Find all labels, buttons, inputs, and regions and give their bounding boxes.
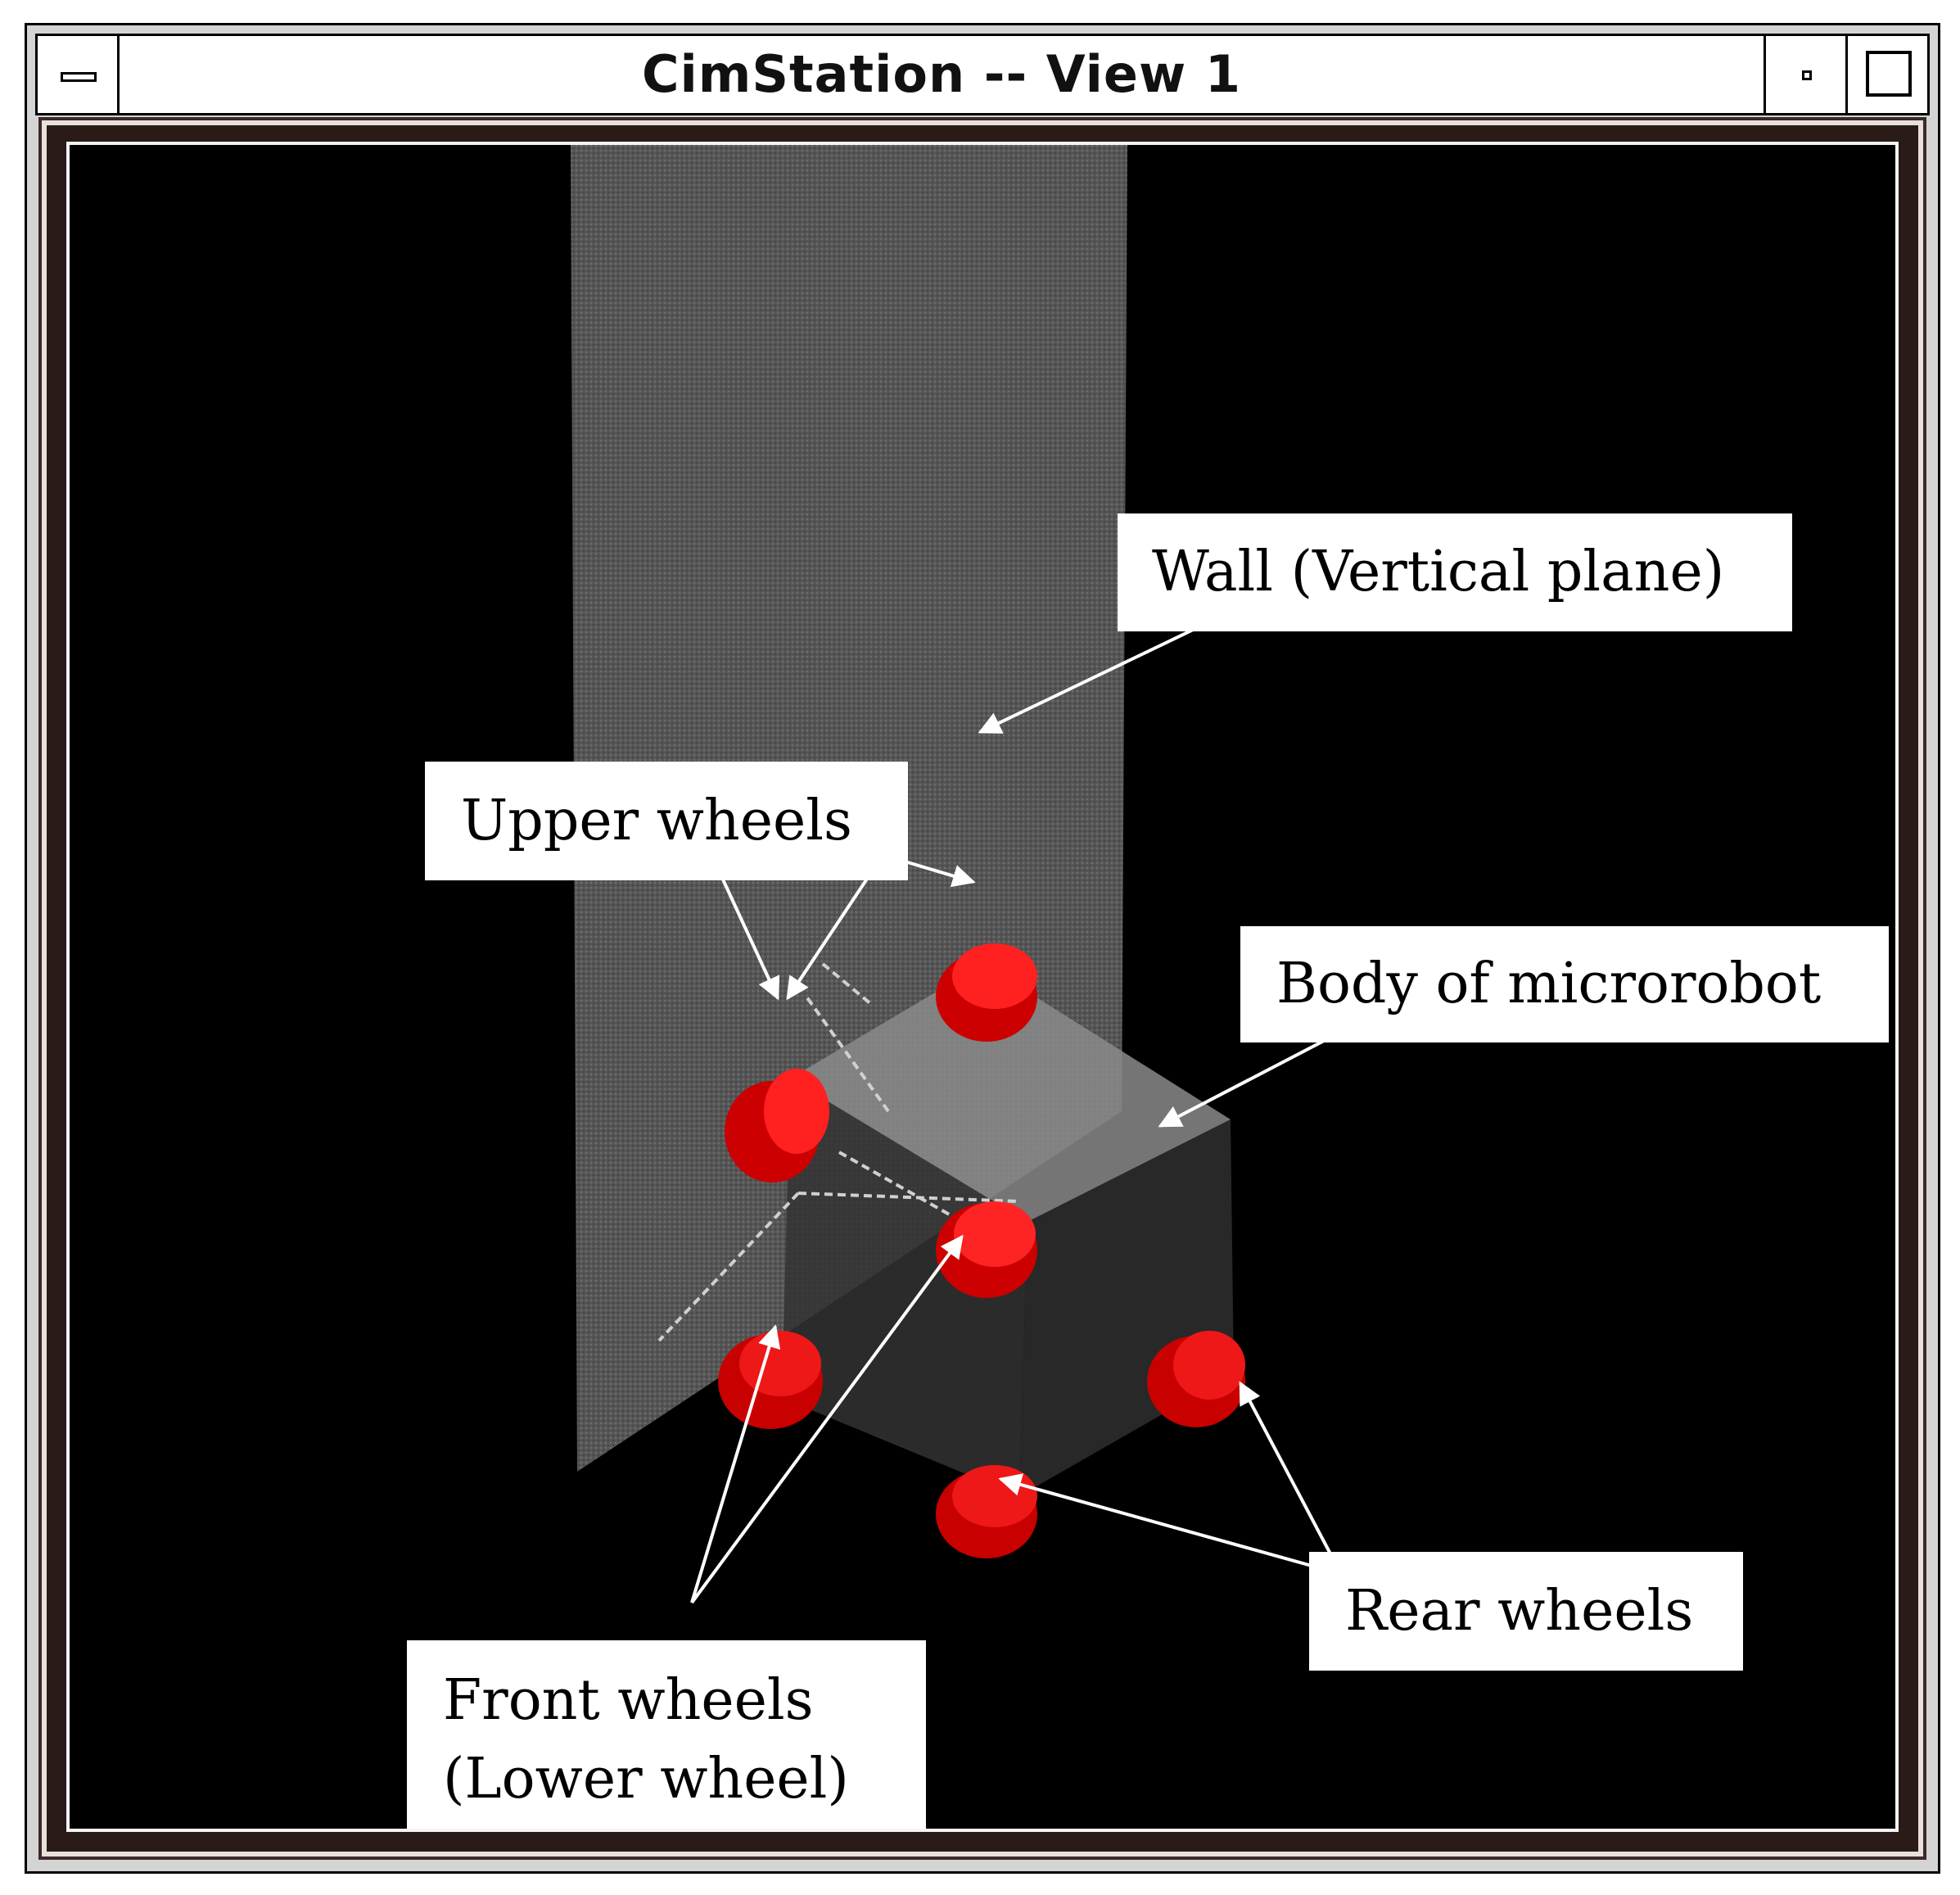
arrow-front-2 xyxy=(690,1234,964,1604)
label-rear-wheels: Rear wheels xyxy=(1309,1552,1743,1671)
label-upper-wheels: Upper wheels xyxy=(425,762,908,880)
minimize-button[interactable] xyxy=(1764,36,1845,113)
window-menu-icon xyxy=(61,72,97,82)
wheel-front-upper xyxy=(936,1201,1037,1298)
minimize-icon xyxy=(1802,70,1812,80)
body-top-face xyxy=(790,964,1231,1222)
window-title: CimStation -- View 1 xyxy=(642,44,1241,104)
view-frame: Wall (Vertical plane) Upper wheels Body … xyxy=(38,117,1926,1860)
label-front-wheels-line1: Front wheels xyxy=(443,1668,814,1733)
wheel-rear-right xyxy=(1147,1331,1245,1427)
arrow-front-1 xyxy=(690,1324,781,1603)
label-front-wheels: Front wheels (Lower wheel) xyxy=(407,1640,926,1829)
body-front-face xyxy=(782,1079,1027,1496)
arrow-rear-1 xyxy=(998,1473,1342,1576)
label-front-wheels-line2: (Lower wheel) xyxy=(443,1747,849,1811)
maximize-icon xyxy=(1866,51,1912,97)
wheel-upper-right xyxy=(936,943,1037,1042)
maximize-button[interactable] xyxy=(1845,36,1927,113)
3d-viewport[interactable]: Wall (Vertical plane) Upper wheels Body … xyxy=(66,142,1899,1832)
label-wall: Wall (Vertical plane) xyxy=(1118,513,1792,631)
wheel-upper-left xyxy=(725,1069,829,1183)
coordinate-axes xyxy=(657,962,1028,1342)
wheel-rear-bottom xyxy=(936,1465,1037,1558)
arrow-rear-2 xyxy=(1239,1381,1343,1575)
label-body: Body of microrobot xyxy=(1240,926,1889,1042)
title-bar[interactable]: CimStation -- View 1 xyxy=(35,34,1930,115)
window-menu-button[interactable] xyxy=(38,36,120,113)
cimstation-window: CimStation -- View 1 xyxy=(25,23,1940,1874)
